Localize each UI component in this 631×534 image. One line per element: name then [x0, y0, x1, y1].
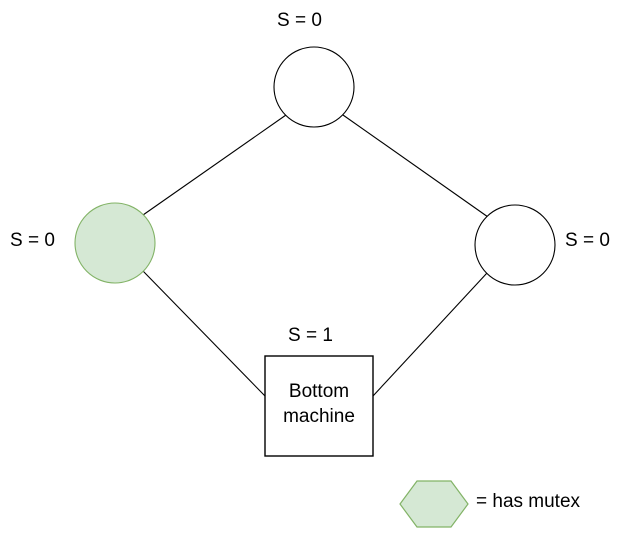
edge-bottom-to-left — [142, 270, 266, 397]
node-bottom-rect[interactable] — [264, 355, 374, 457]
node-top-circle[interactable] — [273, 46, 355, 128]
legend-hexagon-icon — [399, 480, 469, 528]
node-left-circle[interactable] — [74, 202, 156, 284]
edge-right-to-bottom — [372, 272, 488, 397]
node-bottom-label: S = 1 — [288, 325, 333, 346]
node-right-circle[interactable] — [474, 204, 556, 286]
edge-left-to-top — [142, 114, 287, 216]
edge-group — [142, 114, 489, 397]
node-bottom-text: Bottom machine — [283, 381, 355, 427]
node-top-label: S = 0 — [277, 10, 322, 31]
node-right-label: S = 0 — [565, 230, 610, 251]
legend-label: = has mutex — [476, 491, 581, 512]
edge-top-to-right — [342, 114, 489, 218]
node-left-label: S = 0 — [10, 230, 55, 251]
